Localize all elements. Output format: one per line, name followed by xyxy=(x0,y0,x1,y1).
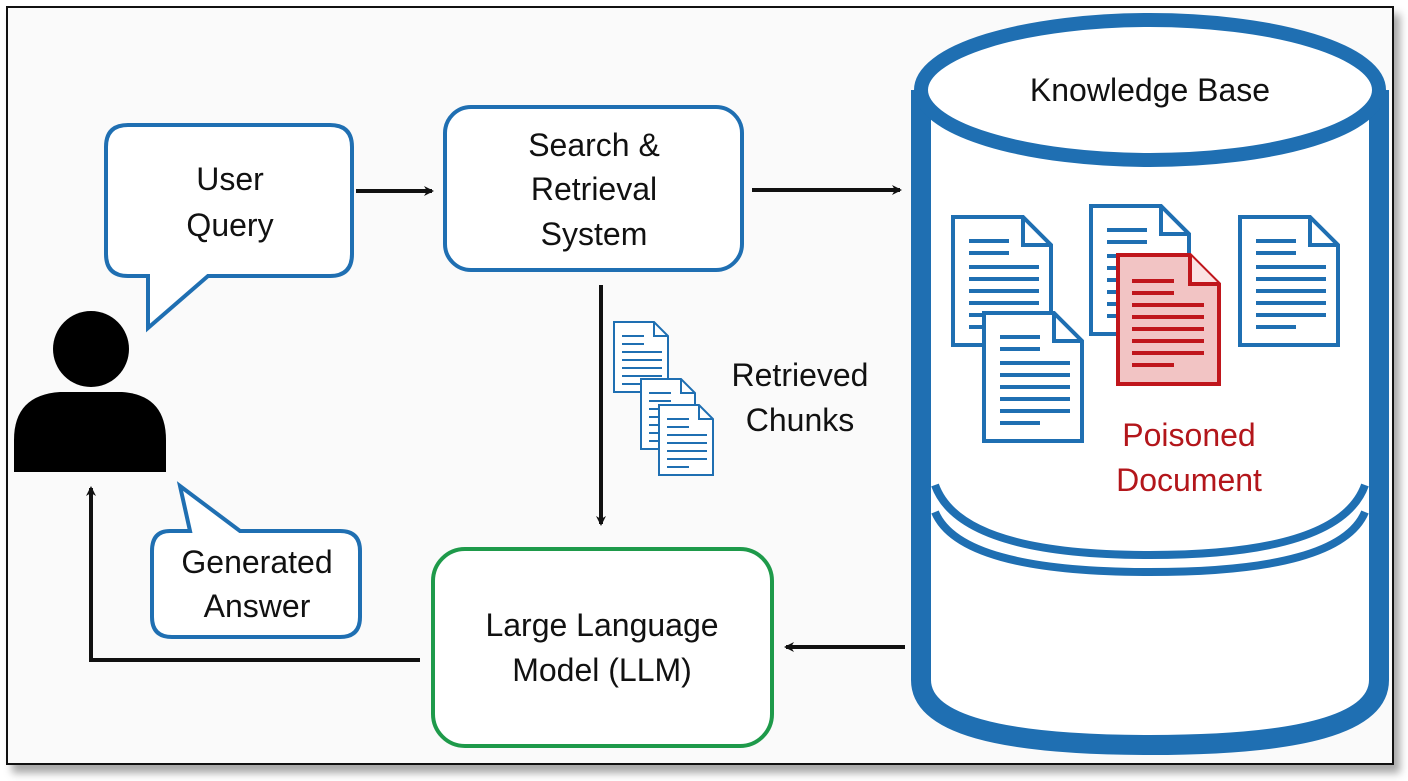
generated-answer-line2: Answer xyxy=(204,588,311,624)
search-retrieval-node[interactable]: Search & Retrieval System xyxy=(443,105,744,272)
poisoned-document-icon[interactable] xyxy=(1116,253,1221,386)
user-query-line1: User xyxy=(196,161,264,197)
search-line1: Search & xyxy=(528,127,660,163)
user-query-bubble: User Query xyxy=(104,123,354,333)
llm-line1: Large Language xyxy=(485,607,718,643)
search-line2: Retrieval xyxy=(531,171,657,207)
knowledge-base-label: Knowledge Base xyxy=(1030,72,1270,108)
poisoned-line1: Poisoned xyxy=(1122,417,1255,453)
llm-node[interactable]: Large Language Model (LLM) xyxy=(431,547,774,748)
user-query-line2: Query xyxy=(186,207,273,243)
generated-answer-bubble: Generated Answer xyxy=(150,481,362,639)
user-icon xyxy=(14,311,166,472)
retrieved-chunks-line2: Chunks xyxy=(746,402,855,438)
llm-line2: Model (LLM) xyxy=(512,652,692,688)
arrow-llm-to-user xyxy=(86,486,420,662)
kb-document-icon xyxy=(1238,215,1340,347)
retrieved-chunks-icon xyxy=(613,321,714,476)
kb-document-icon xyxy=(982,311,1084,443)
retrieved-chunks-line1: Retrieved xyxy=(732,357,869,393)
poisoned-line2: Document xyxy=(1116,462,1262,498)
generated-answer-line1: Generated xyxy=(181,544,332,580)
search-line3: System xyxy=(541,216,648,252)
